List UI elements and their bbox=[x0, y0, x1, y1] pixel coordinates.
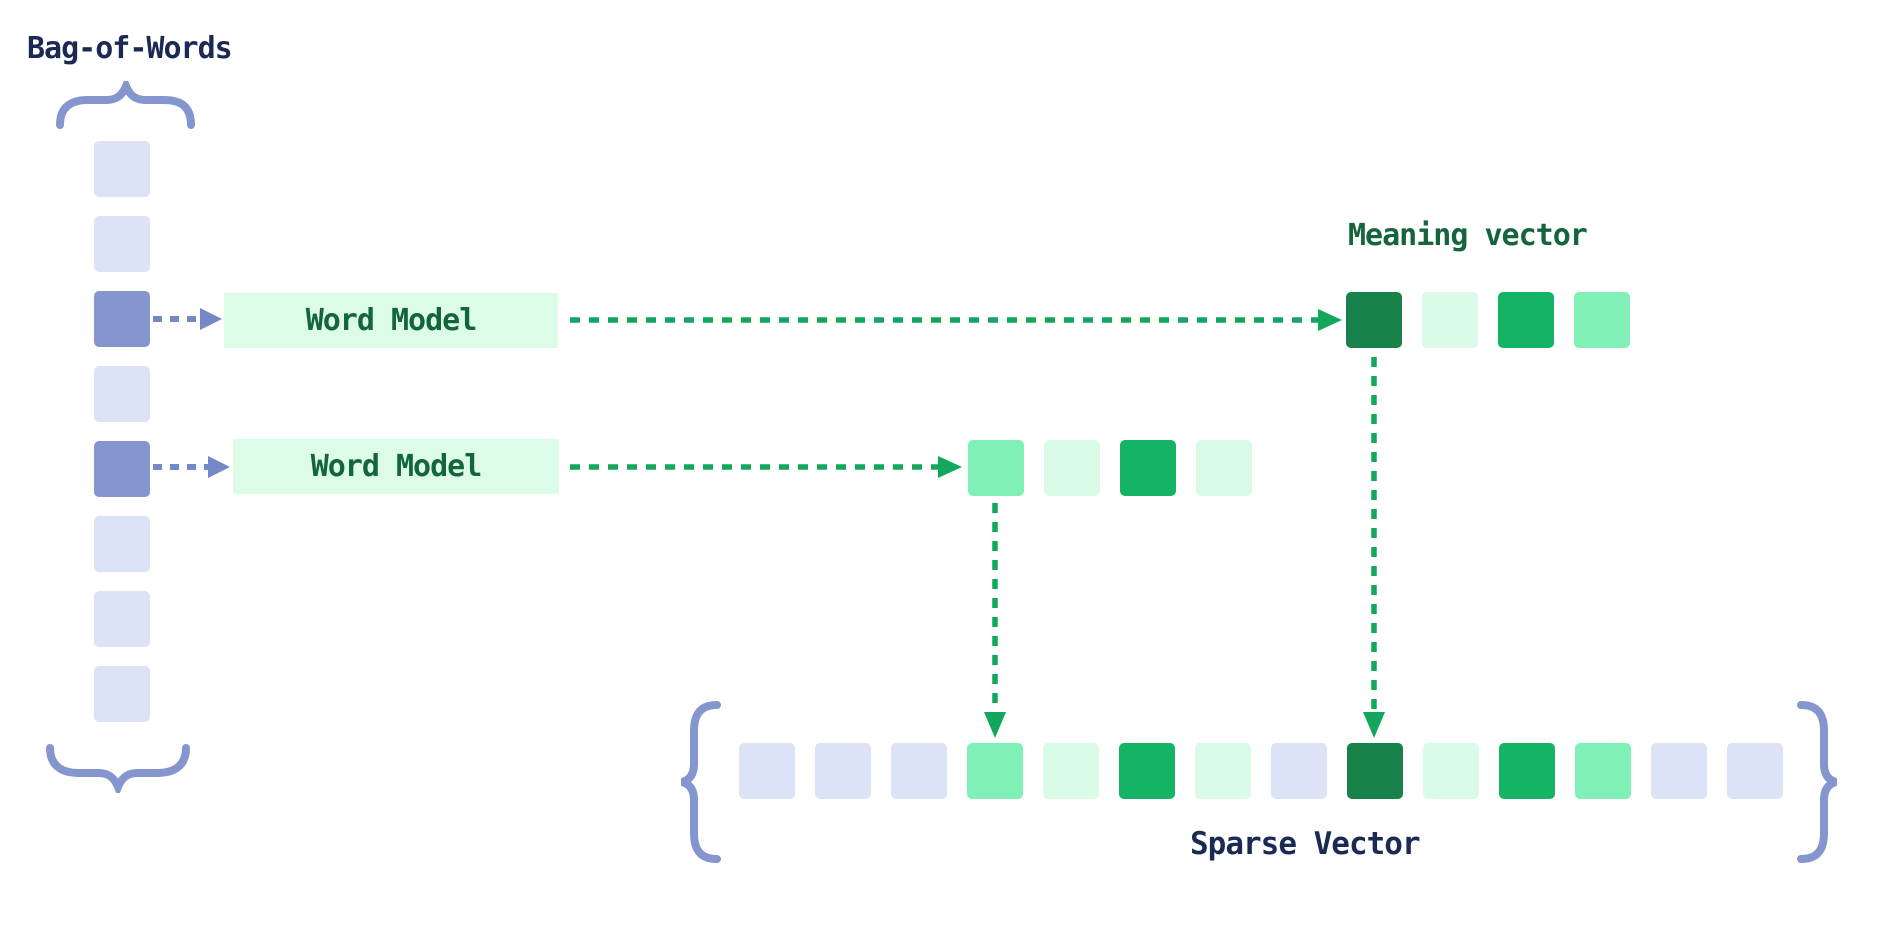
arrow-word2-to-model2 bbox=[153, 456, 230, 478]
bag-of-words-column bbox=[94, 141, 150, 722]
vector-cell-lavender bbox=[1651, 743, 1707, 799]
arrow-model2-to-word2-vector bbox=[570, 456, 962, 478]
top-brace-icon bbox=[56, 81, 195, 129]
vector-cell-lavender bbox=[94, 516, 150, 572]
vector-cell-green bbox=[1120, 440, 1176, 496]
vector-cell-lavender bbox=[94, 366, 150, 422]
left-curly-brace-icon bbox=[680, 701, 721, 863]
bottom-brace-icon bbox=[46, 744, 190, 793]
vector-cell-green bbox=[1498, 292, 1554, 348]
vector-cell-dark-green bbox=[1346, 292, 1402, 348]
vector-cell-lavender bbox=[739, 743, 795, 799]
meaning-vector-title: Meaning vector bbox=[1348, 218, 1588, 253]
vector-cell-mint bbox=[968, 440, 1024, 496]
vector-cell-lavender bbox=[891, 743, 947, 799]
vector-cell-light-mint bbox=[1043, 743, 1099, 799]
word-model-1-label: Word Model bbox=[305, 303, 478, 338]
vector-cell-light-mint bbox=[1422, 292, 1478, 348]
vector-cell-light-mint bbox=[1196, 440, 1252, 496]
arrow-word1-to-model1 bbox=[153, 308, 222, 330]
sparse-vector-title: Sparse Vector bbox=[1190, 826, 1421, 862]
meaning-vector-row bbox=[1346, 292, 1630, 348]
vector-cell-lavender bbox=[815, 743, 871, 799]
vector-cell-dark-green bbox=[1347, 743, 1403, 799]
vector-cell-periwinkle bbox=[94, 441, 150, 497]
vector-cell-green bbox=[1119, 743, 1175, 799]
vector-cell-mint bbox=[1574, 292, 1630, 348]
vector-cell-light-mint bbox=[1044, 440, 1100, 496]
vector-cell-lavender bbox=[94, 216, 150, 272]
vector-cell-light-mint bbox=[1195, 743, 1251, 799]
word-model-2-label: Word Model bbox=[310, 449, 483, 484]
vector-cell-lavender bbox=[94, 666, 150, 722]
vector-cell-light-mint bbox=[1423, 743, 1479, 799]
vector-cell-green bbox=[1499, 743, 1555, 799]
bag-of-words-title: Bag-of-Words bbox=[27, 31, 233, 66]
vector-cell-mint bbox=[967, 743, 1023, 799]
word-model-box-2: Word Model bbox=[233, 439, 559, 494]
arrow-word2-vector-to-sparse bbox=[984, 503, 1006, 738]
sparse-vector-row bbox=[739, 743, 1783, 799]
vector-cell-lavender bbox=[94, 141, 150, 197]
arrow-model1-to-meaning-vector bbox=[570, 309, 1342, 331]
vector-cell-lavender bbox=[94, 591, 150, 647]
arrow-meaning-vector-to-sparse bbox=[1363, 357, 1385, 738]
vector-cell-periwinkle bbox=[94, 291, 150, 347]
vector-cell-lavender bbox=[1727, 743, 1783, 799]
vector-cell-lavender bbox=[1271, 743, 1327, 799]
word2-vector-row bbox=[968, 440, 1252, 496]
right-curly-brace-icon bbox=[1797, 701, 1838, 863]
vector-cell-mint bbox=[1575, 743, 1631, 799]
word-model-box-1: Word Model bbox=[224, 293, 558, 348]
